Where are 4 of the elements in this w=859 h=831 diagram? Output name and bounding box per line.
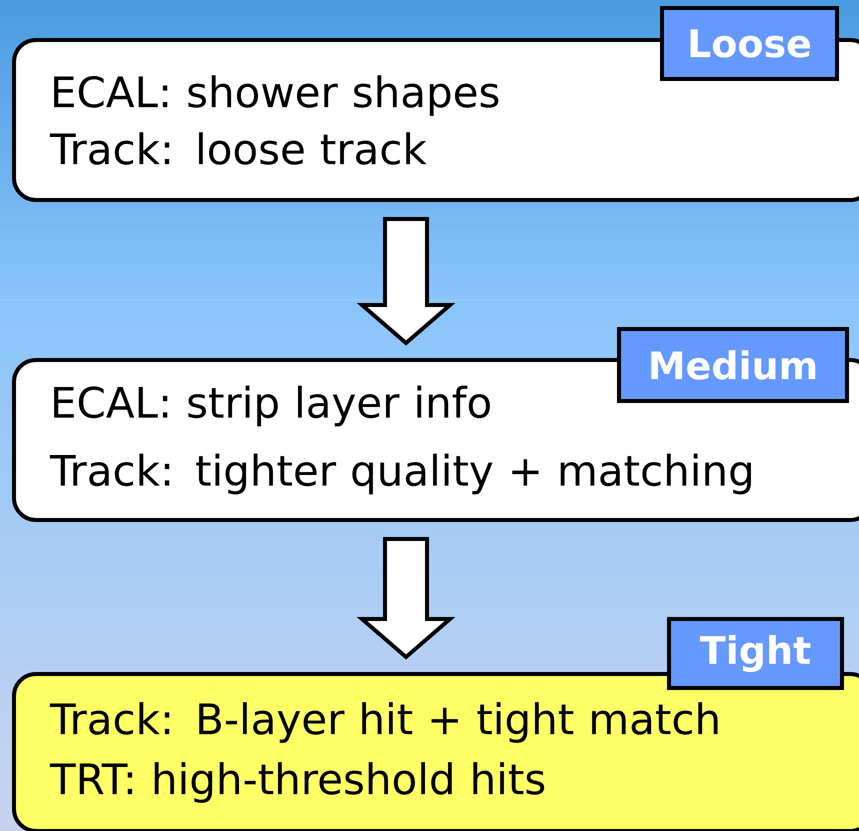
- rounded-box: Track: B-layer hit + tight match TRT: high-threshold hits: [12, 672, 859, 831]
- block-arrow: [356, 217, 456, 346]
- block-arrow: [356, 537, 456, 660]
- level-tab: Tight: [667, 617, 844, 690]
